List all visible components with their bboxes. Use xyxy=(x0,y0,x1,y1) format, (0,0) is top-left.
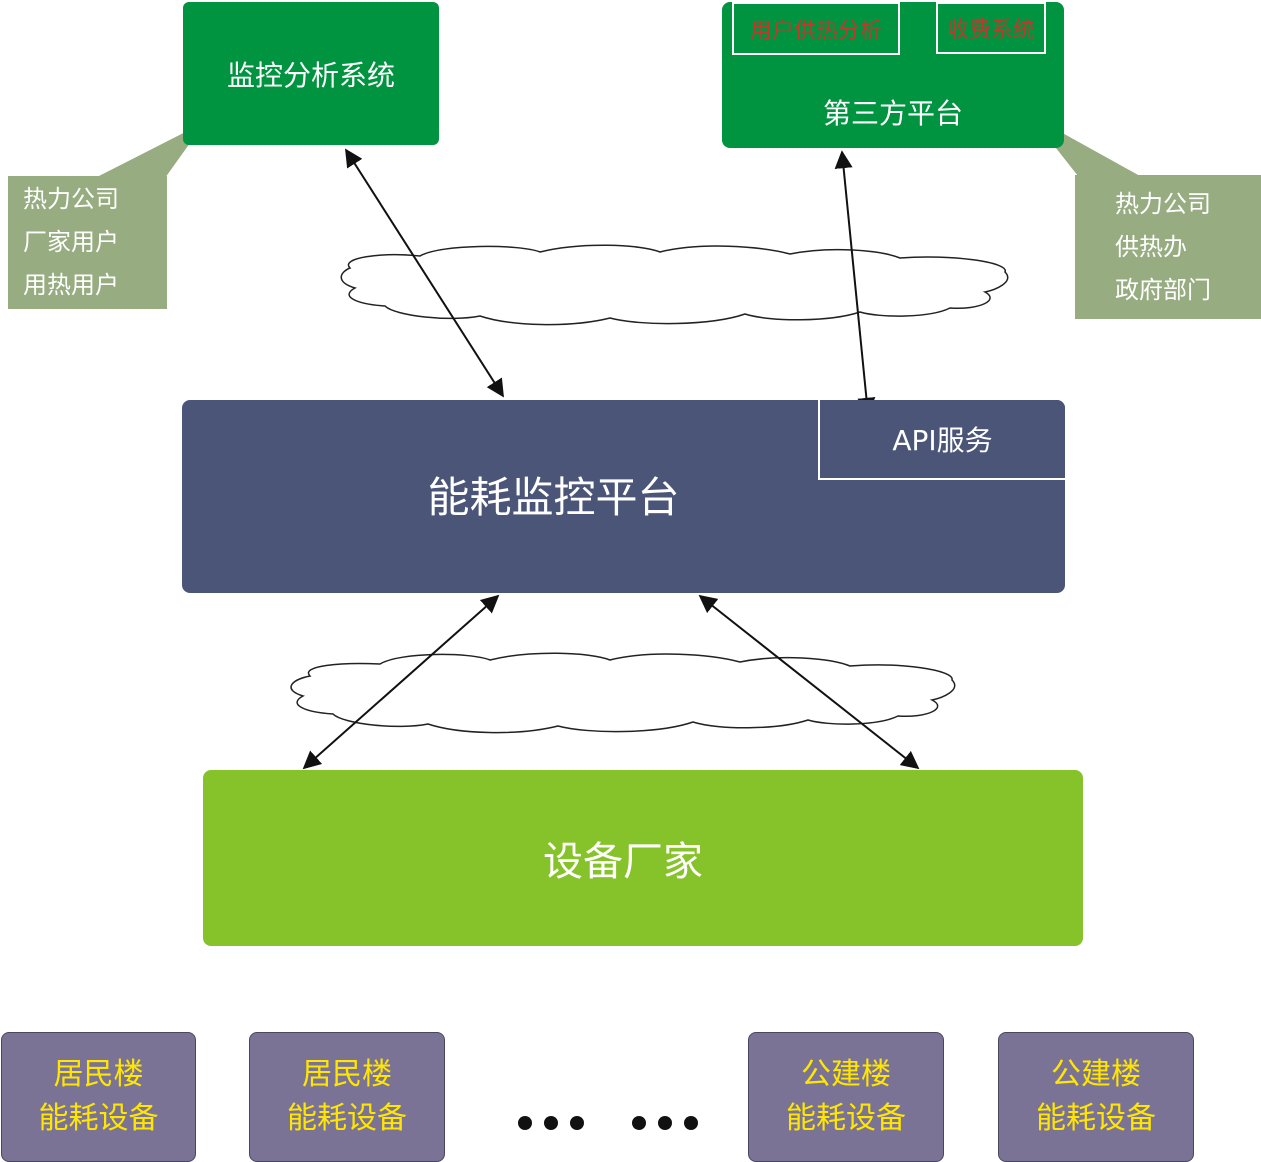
tab-billing-system: 收费系统 xyxy=(936,2,1046,54)
platform-title: 能耗监控平台 xyxy=(427,473,680,522)
right-callout-item: 政府部门 xyxy=(1115,275,1211,304)
left-callout: 热力公司 厂家用户 用热用户 xyxy=(8,176,167,309)
device-box: 公建楼 能耗设备 xyxy=(998,1032,1194,1162)
dot xyxy=(518,1116,532,1130)
left-callout-pointer xyxy=(95,122,205,178)
vendor-title: 设备厂家 xyxy=(543,839,703,885)
dot xyxy=(544,1116,558,1130)
right-callout-item: 供热办 xyxy=(1115,232,1187,261)
device-line1: 居民楼 xyxy=(53,1057,144,1092)
third-party-label: 第三方平台 xyxy=(822,97,963,130)
device-box: 居民楼 能耗设备 xyxy=(249,1032,445,1162)
dot xyxy=(684,1116,698,1130)
ellipsis-dots xyxy=(518,1116,698,1130)
monitor-analysis-system: 监控分析系统 xyxy=(183,2,439,145)
device-line2: 能耗设备 xyxy=(1036,1101,1156,1136)
dot xyxy=(658,1116,672,1130)
device-line1: 公建楼 xyxy=(801,1057,891,1092)
arrow-platform-vendor-right xyxy=(698,594,920,770)
left-callout-item: 厂家用户 xyxy=(23,228,119,256)
upper-cloud xyxy=(340,244,1009,326)
api-service: API服务 xyxy=(818,400,1065,480)
dot xyxy=(570,1116,584,1130)
left-callout-item: 用热用户 xyxy=(23,271,119,299)
device-line2: 能耗设备 xyxy=(287,1101,407,1136)
device-box: 居民楼 能耗设备 xyxy=(1,1032,196,1162)
arrow-monitor-platform xyxy=(345,148,504,398)
device-line1: 公建楼 xyxy=(1051,1057,1141,1092)
arrow-thirdparty-api xyxy=(834,150,876,416)
dot-gap xyxy=(596,1116,620,1130)
right-callout-item: 热力公司 xyxy=(1115,189,1211,218)
device-line2: 能耗设备 xyxy=(38,1101,159,1136)
monitor-analysis-label: 监控分析系统 xyxy=(226,58,395,92)
arrow-platform-vendor-left xyxy=(302,594,500,770)
dot xyxy=(632,1116,646,1130)
tab-user-heating-analysis: 用户供热分析 xyxy=(732,2,900,55)
device-box: 公建楼 能耗设备 xyxy=(748,1032,944,1162)
api-service-label: API服务 xyxy=(892,424,993,457)
left-callout-item: 热力公司 xyxy=(23,185,119,213)
device-line2: 能耗设备 xyxy=(786,1101,906,1136)
right-callout: 热力公司 供热办 政府部门 xyxy=(1075,175,1261,319)
device-line1: 居民楼 xyxy=(302,1057,392,1092)
lower-cloud xyxy=(290,652,956,734)
equipment-vendor: 设备厂家 xyxy=(203,770,1083,946)
third-party-platform: 第三方平台 xyxy=(722,2,1064,148)
